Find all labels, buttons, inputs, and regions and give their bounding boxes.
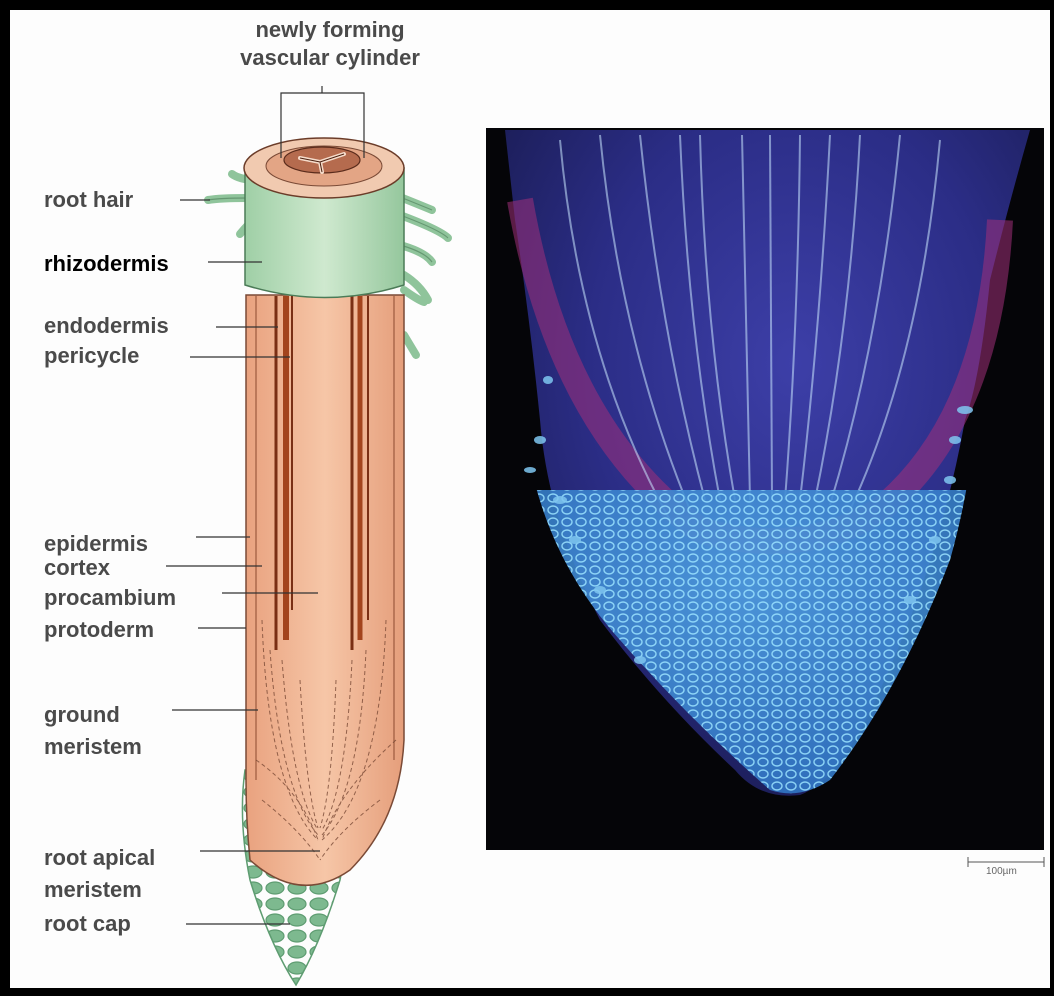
vascular-cylinder-title: newly forming vascular cylinder [200,16,460,72]
micrograph-panel [486,128,1044,867]
title-line-2: vascular cylinder [200,44,460,72]
label-procambium: procambium [44,586,176,610]
label-endodermis: endodermis [44,314,169,338]
label-rhizodermis: rhizodermis [44,252,169,276]
scale-bar-label: 100µm [986,866,1017,877]
label-epidermis: epidermis [44,532,148,556]
root-body-fill [246,295,404,885]
label-root-hair: root hair [44,188,133,212]
label-ground-meristem-line2: meristem [44,735,142,759]
label-root-apical-meristem-line2: meristem [44,878,142,902]
label-protoderm: protoderm [44,618,154,642]
label-pericycle: pericycle [44,344,139,368]
label-cortex: cortex [44,556,110,580]
title-line-1: newly forming [200,16,460,44]
label-root-cap: root cap [44,912,131,936]
root-diagram [166,86,448,985]
label-ground-meristem-line1: ground [44,703,120,727]
label-root-apical-meristem-line1: root apical [44,846,155,870]
